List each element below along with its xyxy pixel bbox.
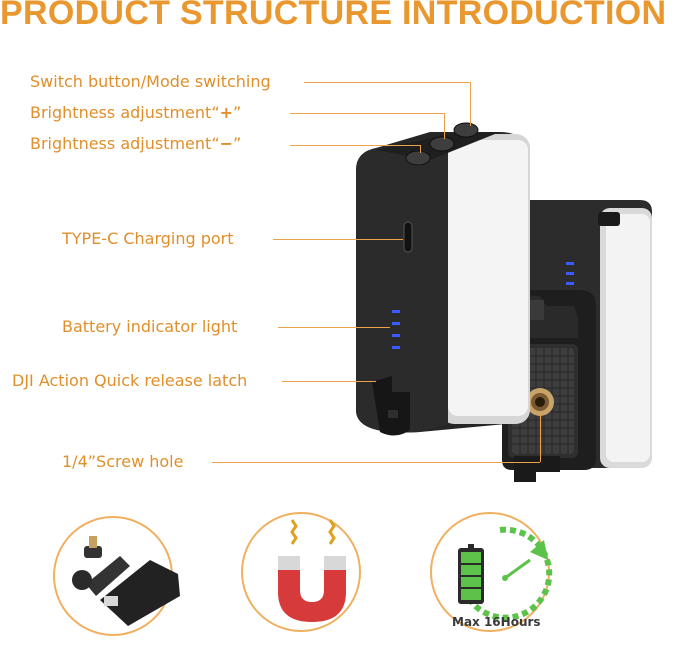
magnet-icon (278, 519, 346, 622)
label-brightness-minus: Brightness adjustment“−” (30, 134, 242, 153)
leader-line-minus (290, 145, 420, 146)
label-brightness-plus: Brightness adjustment“+” (30, 103, 242, 122)
leader-line-screw-v (540, 414, 541, 462)
leader-line-typec (273, 239, 403, 240)
leader-line-plus (290, 113, 444, 114)
battery-life-caption: Max 16Hours (452, 615, 541, 629)
leader-line-minus-v (420, 145, 421, 153)
label-quick-release-latch: DJI Action Quick release latch (12, 371, 248, 390)
page-title: PRODUCT STRUCTURE INTRODUCTION (0, 0, 667, 32)
battery-clock-icon (458, 526, 553, 621)
label-battery-indicator: Battery indicator light (62, 317, 238, 336)
label-switch-button: Switch button/Mode switching (30, 72, 271, 91)
leader-line-battery (278, 327, 390, 328)
label-typec-port: TYPE-C Charging port (62, 229, 234, 248)
leader-line-switch (304, 82, 470, 83)
leader-line-screw (212, 462, 540, 463)
label-screw-hole: 1/4”Screw hole (62, 452, 184, 471)
leader-line-plus-v (444, 113, 445, 139)
main-light-unit (356, 122, 530, 436)
clip-icon (72, 536, 180, 626)
leader-line-latch (282, 381, 376, 382)
leader-line-switch-v (470, 82, 471, 126)
